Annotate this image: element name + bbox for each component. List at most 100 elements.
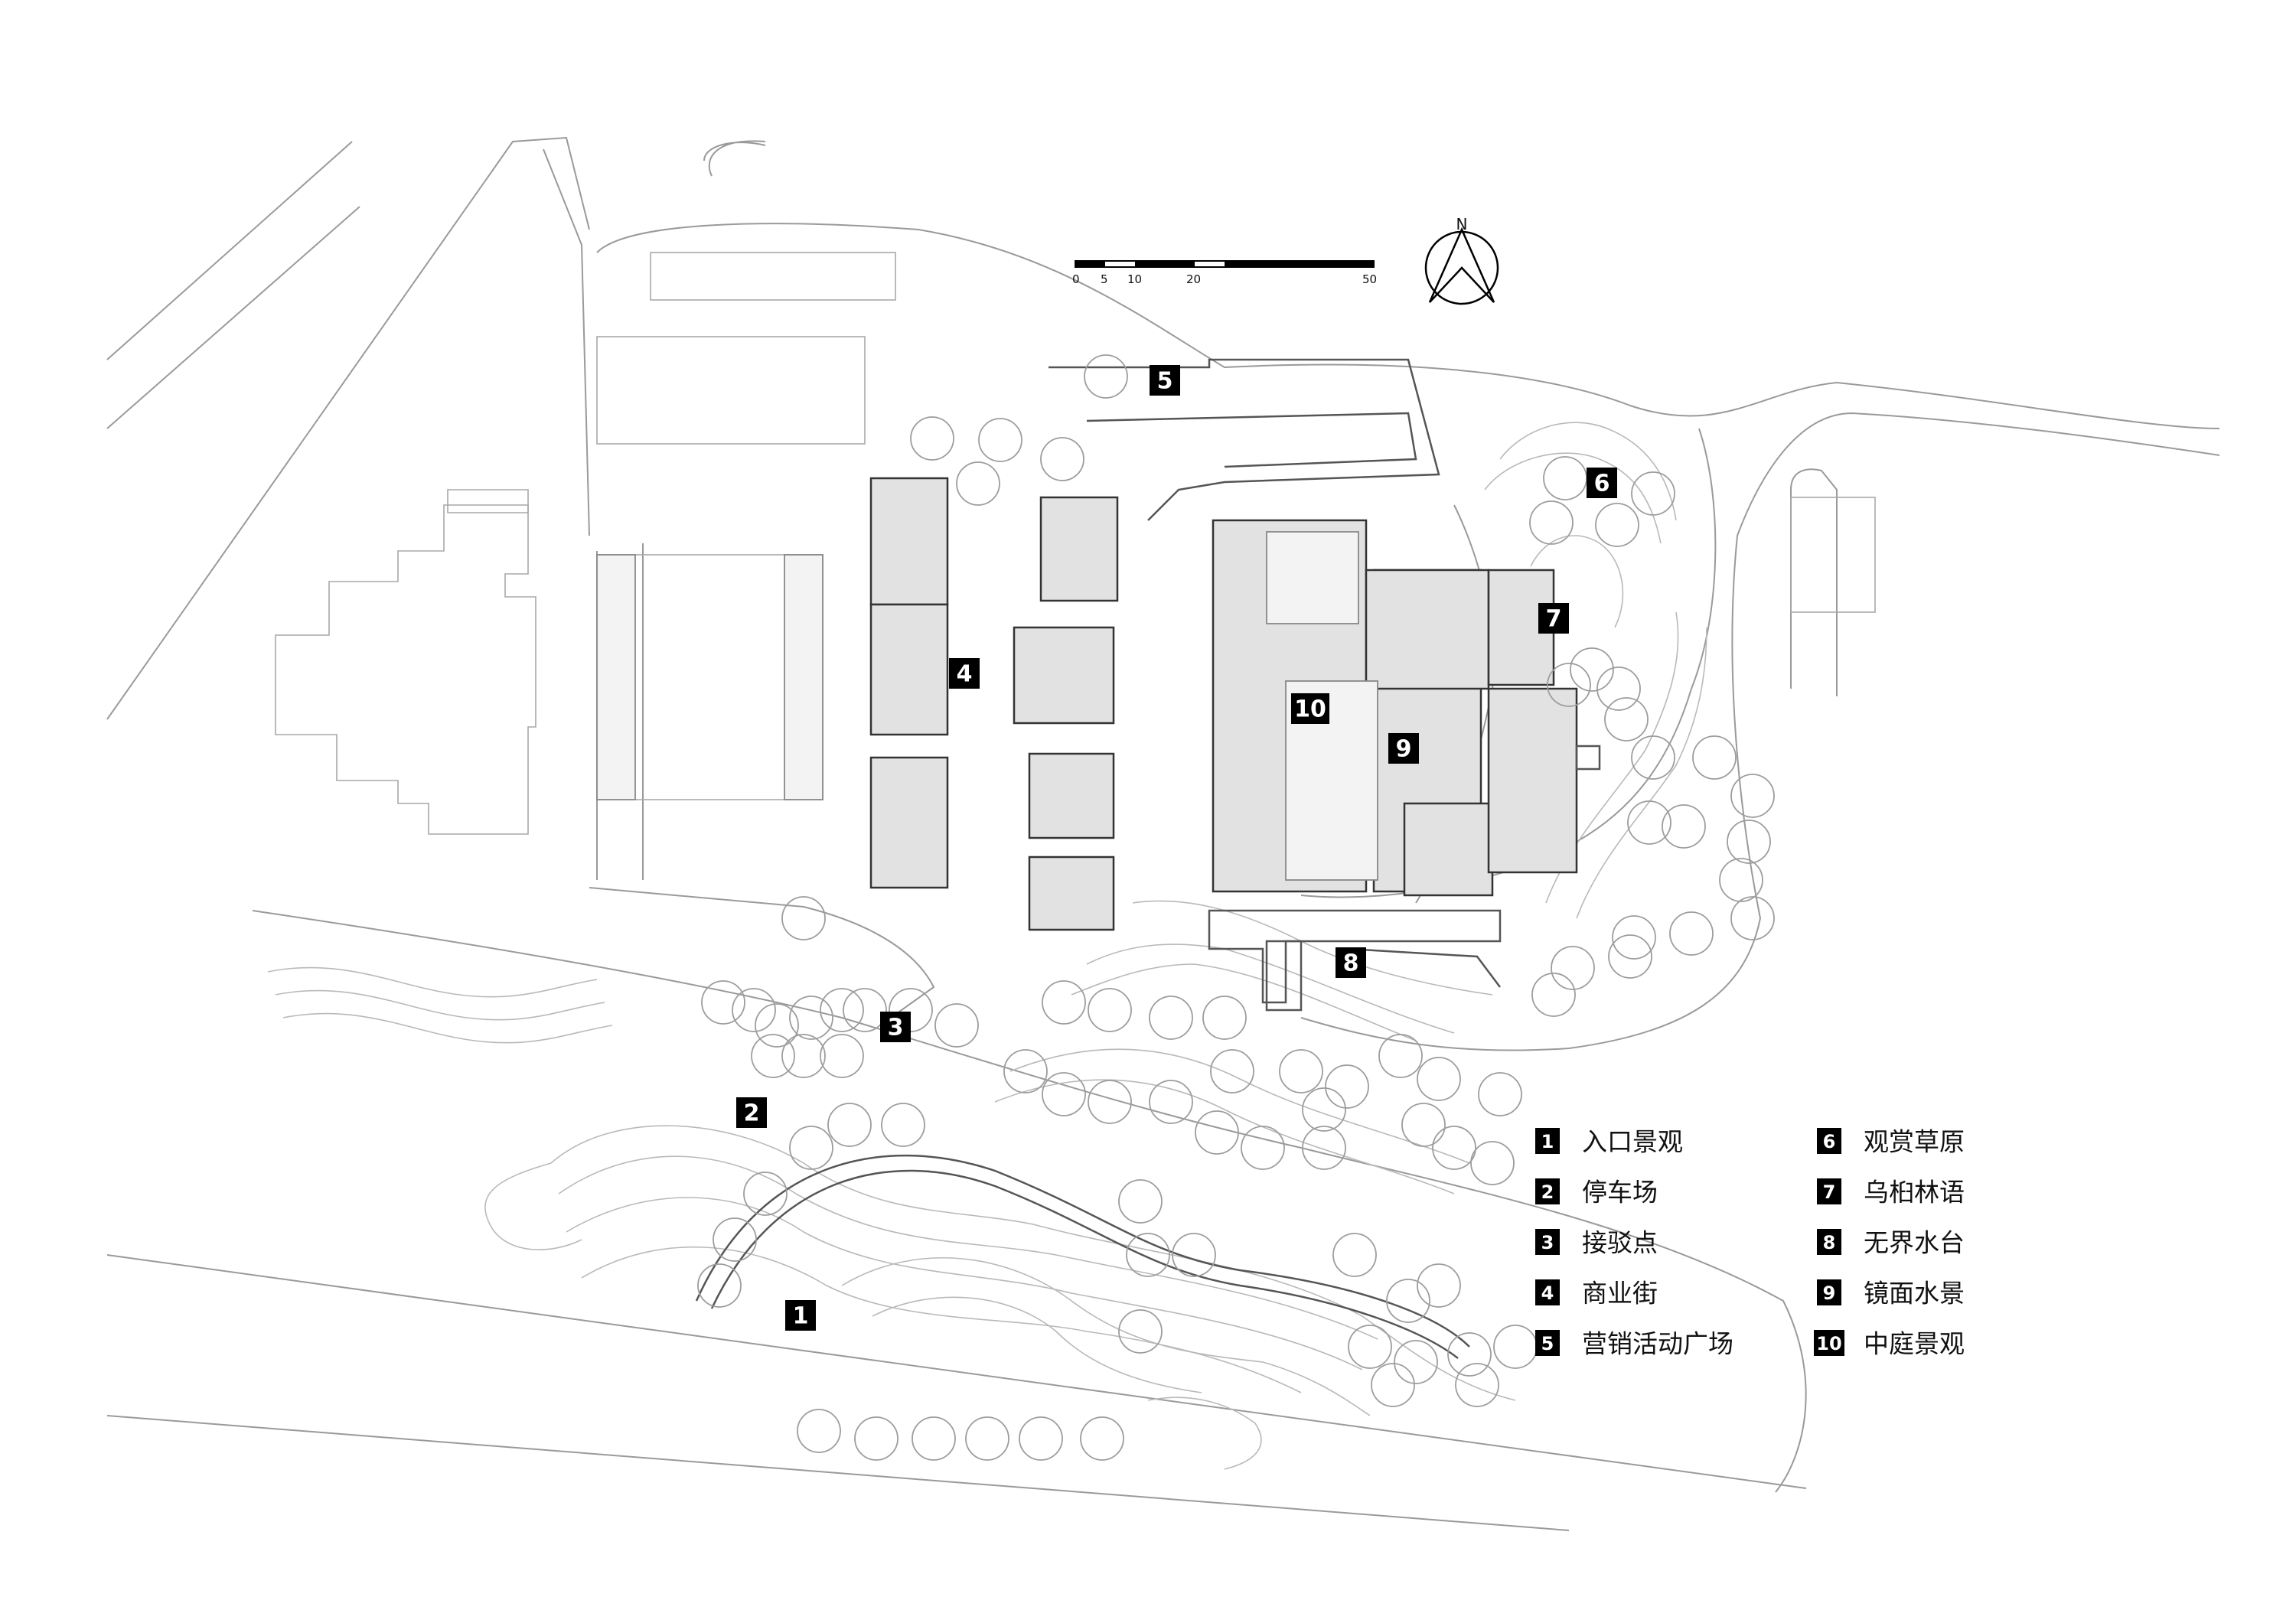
tree-icon (1401, 1103, 1446, 1147)
tree-icon (1080, 1416, 1124, 1461)
tree-icon (1631, 471, 1675, 516)
marker-number: 5 (1157, 368, 1173, 395)
marker-2: 2 (736, 1097, 767, 1128)
tree-icon (1493, 1325, 1538, 1369)
trees (697, 354, 1775, 1461)
tree-icon (1417, 1057, 1461, 1101)
tree-icon (1595, 503, 1639, 547)
tree-icon (881, 1103, 925, 1147)
legend-number: 7 (1823, 1181, 1836, 1203)
plaza-outlines (1049, 358, 1601, 1012)
tree-icon (1348, 1325, 1392, 1369)
tree-icon (697, 1263, 742, 1308)
tree-icon (1040, 437, 1084, 481)
tree-icon (1531, 973, 1576, 1017)
tree-icon (713, 1217, 757, 1262)
legend-number: 5 (1541, 1333, 1554, 1354)
tree-icon (1570, 647, 1614, 692)
entrance-path (695, 1154, 1470, 1359)
legend-label: 乌桕林语 (1864, 1178, 1965, 1207)
tree-icon (1019, 1416, 1063, 1461)
tree-icon (1172, 1233, 1216, 1277)
tree-icon (820, 1034, 864, 1078)
scale-tick-50: 50 (1362, 272, 1377, 286)
tree-icon (755, 1003, 799, 1048)
tree-icon (1627, 800, 1671, 845)
marker-9: 9 (1388, 733, 1419, 764)
marker-number: 10 (1294, 696, 1326, 723)
scale-tick-0: 0 (1072, 272, 1080, 286)
tree-icon (854, 1416, 899, 1461)
legend-label: 入口景观 (1582, 1127, 1683, 1157)
legend-item-7: 7 乌桕林语 (1817, 1178, 1965, 1207)
tree-icon (1669, 911, 1714, 956)
tree-icon (1003, 1049, 1048, 1093)
legend-label: 接驳点 (1582, 1228, 1658, 1258)
scale-tick-20: 20 (1186, 272, 1201, 286)
marker-7: 7 (1538, 603, 1569, 634)
legend-label: 观赏草原 (1864, 1127, 1965, 1157)
north-label: N (1456, 215, 1468, 233)
tree-icon (1470, 1141, 1515, 1185)
legend-number: 1 (1541, 1131, 1554, 1152)
tree-icon (1596, 666, 1641, 711)
legend-item-10: 10 中庭景观 (1814, 1329, 1965, 1359)
tree-icon (1042, 980, 1086, 1025)
tree-icon (1088, 988, 1132, 1032)
marker-3: 3 (880, 1012, 911, 1042)
marker-8: 8 (1336, 947, 1366, 978)
tree-icon (1371, 1363, 1415, 1407)
tree-icon (751, 1034, 795, 1078)
marker-number: 2 (744, 1100, 760, 1127)
tree-icon (965, 1416, 1009, 1461)
tree-icon (934, 1003, 979, 1048)
tree-icon (956, 461, 1000, 506)
marker-number: 4 (957, 661, 973, 688)
marker-number: 7 (1546, 606, 1562, 633)
marker-10: 10 (1291, 693, 1329, 724)
tree-icon (1727, 820, 1771, 864)
tree-icon (1547, 663, 1591, 707)
tree-icon (1241, 1126, 1285, 1170)
marker-number: 1 (793, 1303, 809, 1330)
tree-icon (1455, 1363, 1499, 1407)
tree-icon (743, 1172, 788, 1216)
tree-icon (701, 980, 745, 1025)
marker-number: 9 (1396, 736, 1412, 763)
tree-icon (1118, 1179, 1163, 1224)
tree-icon (820, 988, 864, 1032)
tree-icon (1692, 735, 1737, 780)
tree-icon (1378, 1034, 1423, 1078)
legend-number: 6 (1823, 1131, 1836, 1152)
tree-icon (1088, 1080, 1132, 1124)
tree-icon (1195, 1110, 1239, 1155)
legend-item-5: 5 营销活动广场 (1535, 1329, 1733, 1359)
tree-icon (827, 1103, 872, 1147)
legend-label: 中庭景观 (1864, 1329, 1965, 1359)
tree-icon (1631, 735, 1675, 780)
legend-label: 商业街 (1582, 1279, 1658, 1309)
tree-icon (1332, 1233, 1377, 1277)
tree-icon (1604, 697, 1649, 741)
legend-number: 10 (1816, 1333, 1841, 1354)
marker-4: 4 (949, 658, 980, 689)
scale-tick-5: 5 (1101, 272, 1108, 286)
tree-icon (1543, 456, 1587, 500)
legend-label: 营销活动广场 (1582, 1329, 1733, 1359)
tree-icon (1302, 1087, 1346, 1132)
tree-icon (1719, 858, 1763, 902)
marker-number: 8 (1343, 950, 1359, 977)
tree-icon (732, 988, 776, 1032)
tree-icon (1149, 1080, 1193, 1124)
tree-icon (781, 1034, 826, 1078)
tree-icon (843, 988, 887, 1032)
ghost-buildings (275, 252, 1876, 835)
tree-icon (789, 996, 833, 1040)
legend-item-1: 1 入口景观 (1535, 1127, 1683, 1157)
north-arrow: N (1424, 215, 1499, 305)
